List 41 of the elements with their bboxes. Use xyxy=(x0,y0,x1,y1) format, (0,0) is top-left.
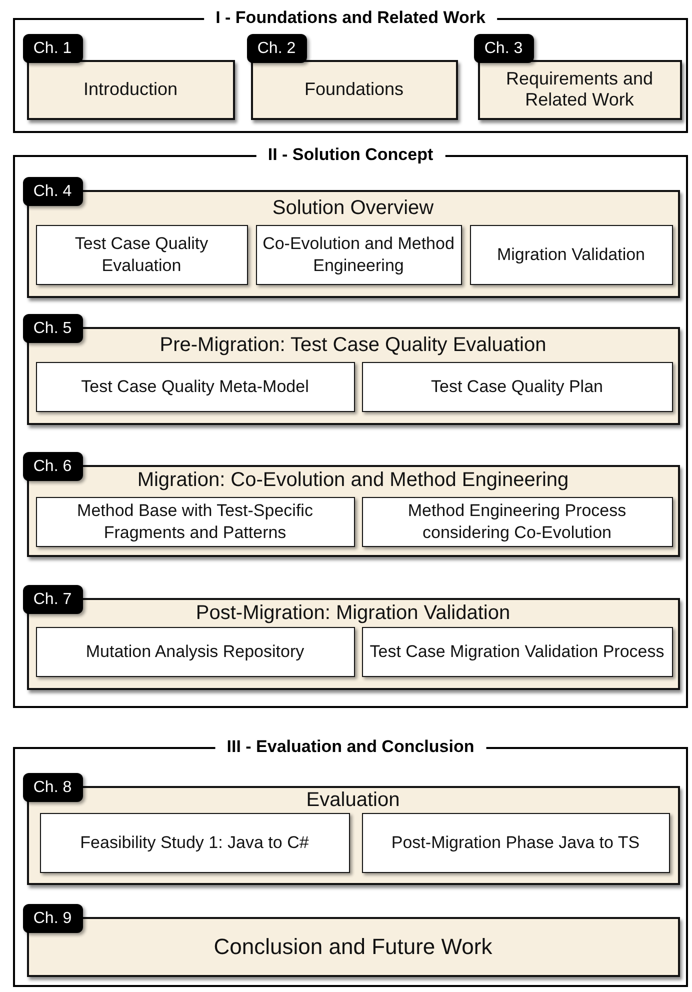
section-text: Feasibility Study 1: Java to C# xyxy=(80,832,309,854)
chapter-tab: Ch. 4 xyxy=(22,176,82,206)
chapter-tab: Ch. 2 xyxy=(246,34,306,62)
chapter-title: Evaluation xyxy=(305,788,401,812)
section-text: Post-Migration Phase Java to TS xyxy=(391,832,640,854)
part-heading: II - Solution Concept xyxy=(256,145,446,165)
section-text: Test Case Quality Meta-Model xyxy=(81,376,309,398)
section-box xyxy=(362,362,672,412)
section-box xyxy=(470,224,672,284)
chapter-title: Introduction xyxy=(82,78,179,100)
section-text: Migration Validation xyxy=(496,244,646,266)
section-text: Method Engineering Process considering Co-Evolution xyxy=(406,500,628,543)
chapter-tab: Ch. 3 xyxy=(474,34,534,62)
section-box xyxy=(362,626,672,676)
chapter-title: Solution Overview xyxy=(271,196,435,220)
chapter-tab: Ch. 8 xyxy=(22,772,82,802)
chapter-title: Conclusion and Future Work xyxy=(212,933,494,960)
chapter-title: Pre-Migration: Test Case Quality Evaluation xyxy=(158,332,548,356)
section-box xyxy=(40,812,350,872)
chapter-tab: Ch. 9 xyxy=(22,904,82,932)
chapter-tab: Ch. 7 xyxy=(22,584,82,614)
chapter-tab: Ch. 1 xyxy=(22,34,82,62)
section-text: Test Case Quality Evaluation xyxy=(74,233,210,276)
section-text: Mutation Analysis Repository xyxy=(86,640,304,662)
chapter-tab: Ch. 6 xyxy=(22,452,82,480)
section-box xyxy=(362,496,672,546)
chapter-title: Foundations xyxy=(303,78,405,100)
chapter-title: Requirements and Related Work xyxy=(504,68,654,112)
section-text: Test Case Migration Validation Process xyxy=(370,640,664,662)
section-box xyxy=(362,812,670,872)
section-box xyxy=(36,626,354,676)
section-text: Co-Evolution and Method Engineering xyxy=(262,233,456,276)
chapter-tab: Ch. 5 xyxy=(22,314,82,342)
section-box xyxy=(256,224,462,284)
section-box xyxy=(36,362,354,412)
chapter-title: Migration: Co-Evolution and Method Engineering xyxy=(136,468,570,492)
section-text: Method Base with Test-Specific Fragments and Patterns xyxy=(76,500,314,543)
section-box xyxy=(36,496,354,546)
chapter-title: Post-Migration: Migration Validation xyxy=(194,600,512,624)
section-text: Test Case Quality Plan xyxy=(431,376,603,398)
section-box xyxy=(36,224,248,284)
